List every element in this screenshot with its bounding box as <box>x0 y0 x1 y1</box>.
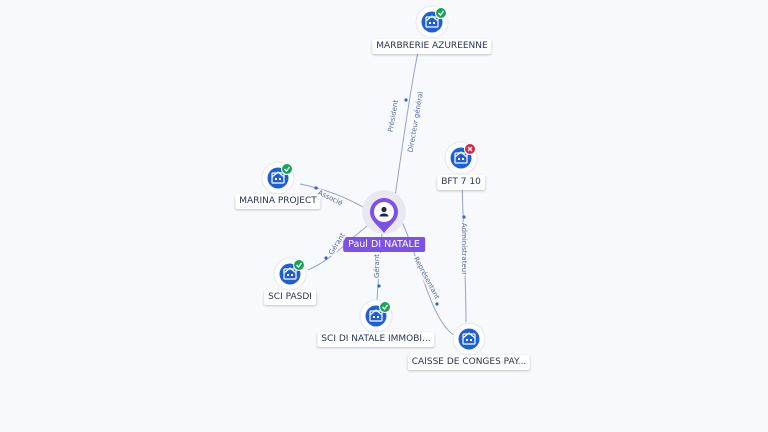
building-icon <box>283 267 297 280</box>
node-label-marina[interactable]: MARINA PROJECT <box>235 194 321 209</box>
edge-arrow-marker-5 <box>462 215 466 219</box>
node-caisse[interactable] <box>452 322 486 356</box>
edge-label-administrateur: Administrateur <box>460 221 469 277</box>
node-label-caisse[interactable]: CAISSE DE CONGES PAY... <box>407 355 531 370</box>
node-marina[interactable] <box>261 161 295 195</box>
node-label-marbrerie[interactable]: MARBRERIE AZUREENNE <box>372 39 492 54</box>
check-badge-icon <box>435 7 447 19</box>
node-label-scidinatale[interactable]: SCI DI NATALE IMMOBI... <box>317 332 435 347</box>
edge-center-marbrerie <box>394 51 419 197</box>
building-icon <box>462 332 476 345</box>
node-marbrerie[interactable] <box>415 5 449 39</box>
check-badge-icon <box>281 163 293 175</box>
edge-arrow-marker-2 <box>324 256 328 260</box>
building-icon <box>454 151 468 164</box>
edge-arrow-marker-0 <box>404 98 408 102</box>
edge-center-scipasdi <box>307 223 371 271</box>
edge-center-marina <box>299 183 369 211</box>
building-icon <box>425 15 439 28</box>
edge-arrow-marker-3 <box>377 284 381 288</box>
building-icon <box>369 309 383 322</box>
node-scipasdi[interactable] <box>273 257 307 291</box>
edge-arrow-marker-1 <box>314 186 318 190</box>
node-person[interactable] <box>362 190 406 234</box>
node-bft[interactable] <box>444 141 478 175</box>
edge-arrow-marker-4 <box>435 302 439 306</box>
person-icon <box>379 206 389 217</box>
node-label-bft[interactable]: BFT 7 10 <box>437 175 485 190</box>
node-scidinatale[interactable] <box>359 299 393 333</box>
node-label-person[interactable]: Paul DI NATALE <box>343 237 425 252</box>
building-icon <box>271 171 285 184</box>
edge-label-gerant-scidinatale: Gérant <box>373 252 382 280</box>
cross-badge-icon <box>464 143 476 155</box>
node-label-scipasdi[interactable]: SCI PASDI <box>264 290 316 305</box>
check-badge-icon <box>379 301 391 313</box>
check-badge-icon <box>293 259 305 271</box>
